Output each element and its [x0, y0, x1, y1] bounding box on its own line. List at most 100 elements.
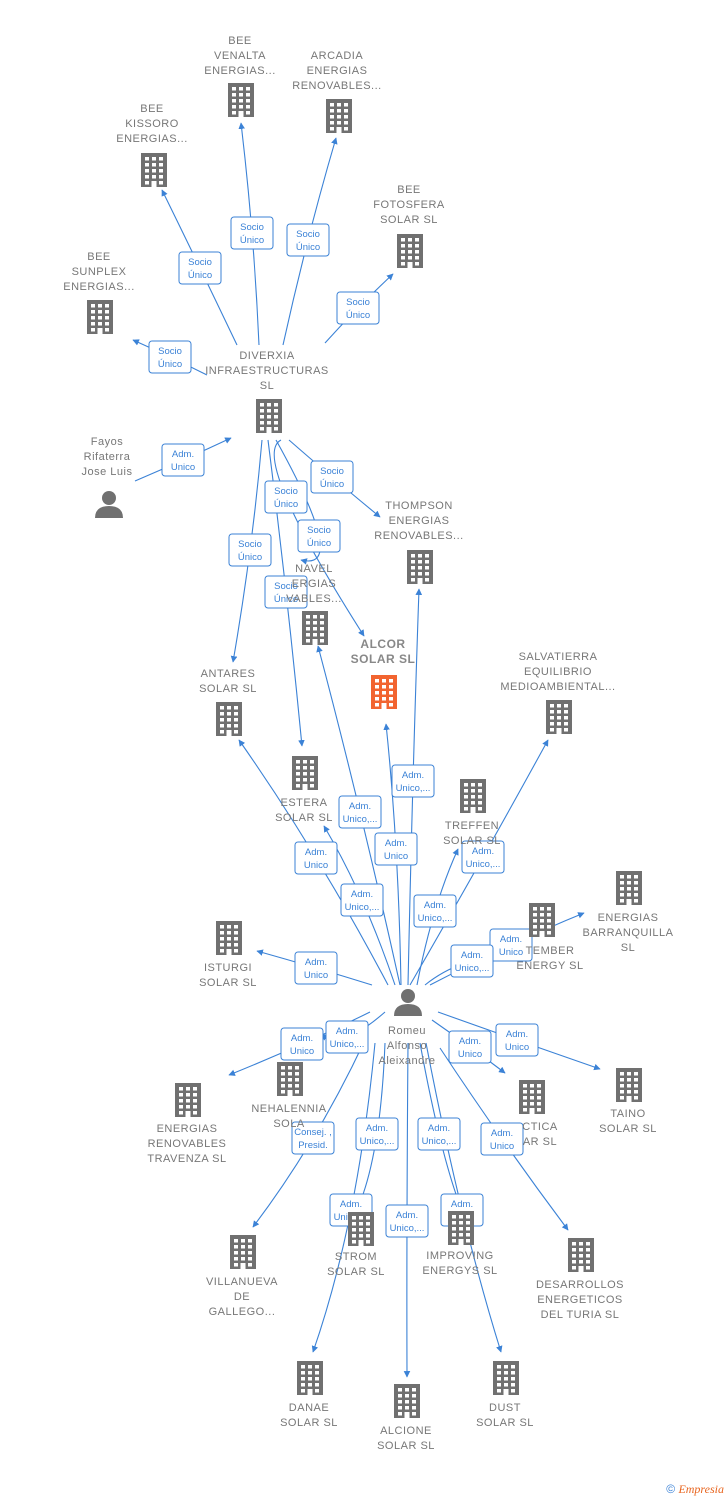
edge-label-romeu-to-nehalennia[interactable]: Adm.Unico,...: [325, 1020, 369, 1054]
bee-fotosfera-building-icon[interactable]: [397, 234, 423, 268]
edge-label-romeu-to-salvatierra[interactable]: Adm.Unico,...: [461, 840, 505, 874]
edge-label-romeu-to-desarrollos[interactable]: Adm.Unico: [480, 1122, 524, 1156]
improving-label[interactable]: ENERGYS SL: [422, 1265, 497, 1277]
desarrollos-label[interactable]: ENERGETICOS: [537, 1294, 623, 1306]
alcione-building-icon[interactable]: [394, 1384, 420, 1418]
isturgi-label[interactable]: SOLAR SL: [199, 977, 257, 989]
estera-label[interactable]: SOLAR SL: [275, 812, 333, 824]
edge-label-romeu-to-travenza[interactable]: Adm.Unico: [280, 1027, 324, 1061]
september-building-icon[interactable]: [529, 903, 555, 937]
bee-kissoro-label[interactable]: KISSORO: [125, 118, 179, 130]
isturgi-label[interactable]: ISTURGI: [204, 962, 252, 974]
salvatierra-label[interactable]: MEDIOAMBIENTAL...: [500, 681, 615, 693]
desarrollos-label[interactable]: DESARROLLOS: [536, 1279, 624, 1291]
taino-label[interactable]: SOLAR SL: [599, 1123, 657, 1135]
dust-label[interactable]: SOLAR SL: [476, 1417, 534, 1429]
edge-label-romeu-to-improving[interactable]: Adm.Unico,...: [417, 1117, 461, 1151]
edge-label-romeu-to-ctica[interactable]: Adm.Unico: [448, 1030, 492, 1064]
romeu-label[interactable]: Romeu: [388, 1025, 426, 1037]
bee-sunplex-label[interactable]: SUNPLEX: [72, 266, 127, 278]
arcadia-building-icon[interactable]: [326, 99, 352, 133]
alcor-label[interactable]: SOLAR SL: [351, 652, 416, 666]
thompson-label[interactable]: THOMPSON: [385, 500, 453, 512]
arcadia-label[interactable]: ENERGIAS: [307, 65, 368, 77]
ctica-label[interactable]: AR SL: [523, 1136, 557, 1148]
treffen-building-icon[interactable]: [460, 779, 486, 813]
alcor-label[interactable]: ALCOR: [360, 637, 405, 651]
empresia-logo[interactable]: Empresia: [678, 1482, 724, 1496]
nehalennia-building-icon[interactable]: [277, 1062, 303, 1096]
energias-barranquilla-label[interactable]: SL: [621, 942, 635, 954]
diverxia-label[interactable]: INFRAESTRUCTURAS: [205, 365, 329, 377]
thompson-building-icon[interactable]: [407, 550, 433, 584]
arcadia-label[interactable]: ARCADIA: [311, 50, 364, 62]
villanueva-label[interactable]: VILLANUEVA: [206, 1276, 278, 1288]
travenza-label[interactable]: TRAVENZA SL: [147, 1153, 226, 1165]
bee-sunplex-building-icon[interactable]: [87, 300, 113, 334]
bee-fotosfera-label[interactable]: FOTOSFERA: [373, 199, 445, 211]
strom-label[interactable]: SOLAR SL: [327, 1266, 385, 1278]
edge-label-romeu-to-thompson[interactable]: Adm.Unico,...: [391, 764, 435, 798]
energias-barranquilla-label[interactable]: ENERGIAS: [598, 912, 659, 924]
estera-label[interactable]: ESTERA: [280, 797, 327, 809]
fayos-label[interactable]: Rifaterra: [84, 451, 131, 463]
edge-label-romeu-to-energias_barranquilla[interactable]: Adm.Unico: [489, 928, 533, 962]
improving-building-icon[interactable]: [448, 1211, 474, 1245]
edge-label-romeu-to-treffen[interactable]: Adm.Unico,...: [413, 894, 457, 928]
treffen-label[interactable]: SOLAR SL: [443, 835, 501, 847]
diverxia-label[interactable]: DIVERXIA: [239, 350, 295, 362]
villanueva-building-icon[interactable]: [230, 1235, 256, 1269]
edge-label-romeu-to-navel[interactable]: Adm.Unico,...: [338, 795, 382, 829]
navel-label[interactable]: ERGIAS: [292, 578, 337, 590]
treffen-label[interactable]: TREFFEN: [445, 820, 499, 832]
edge-label-romeu-to-taino[interactable]: Adm.Unico: [495, 1023, 539, 1057]
bee-venalta-building-icon[interactable]: [228, 83, 254, 117]
ctica-building-icon[interactable]: [519, 1080, 545, 1114]
bee-venalta-label[interactable]: VENALTA: [214, 50, 266, 62]
alcione-label[interactable]: SOLAR SL: [377, 1440, 435, 1452]
dust-label[interactable]: DUST: [489, 1402, 521, 1414]
energias-barranquilla-label[interactable]: BARRANQUILLA: [583, 927, 674, 939]
edge-label-romeu-to-september[interactable]: Adm.Unico,...: [450, 944, 494, 978]
edge-label-fayos-to-diverxia[interactable]: Adm.Unico: [161, 443, 205, 477]
romeu-person-icon[interactable]: [394, 989, 422, 1016]
edge-label-romeu-to-alcione[interactable]: Adm.Unico,...: [385, 1204, 429, 1238]
dust-building-icon[interactable]: [493, 1361, 519, 1395]
september-label[interactable]: TEMBER: [526, 945, 575, 957]
edge-label-romeu-to-estera[interactable]: Adm.Unico,...: [340, 883, 384, 917]
navel-label[interactable]: VABLES...: [286, 593, 342, 605]
bee-kissoro-label[interactable]: ENERGIAS...: [116, 133, 188, 145]
alcione-label[interactable]: ALCIONE: [380, 1425, 432, 1437]
travenza-label[interactable]: RENOVABLES: [148, 1138, 227, 1150]
thompson-label[interactable]: ENERGIAS: [389, 515, 450, 527]
bee-sunplex-label[interactable]: ENERGIAS...: [63, 281, 135, 293]
strom-label[interactable]: STROM: [335, 1251, 377, 1263]
salvatierra-label[interactable]: EQUILIBRIO: [524, 666, 592, 678]
desarrollos-building-icon[interactable]: [568, 1238, 594, 1272]
bee-fotosfera-label[interactable]: BEE: [397, 184, 421, 196]
arcadia-label[interactable]: RENOVABLES...: [292, 80, 381, 92]
ctica-label[interactable]: CTICA: [522, 1121, 558, 1133]
bee-kissoro-building-icon[interactable]: [141, 153, 167, 187]
improving-label[interactable]: IMPROVING: [426, 1250, 493, 1262]
bee-venalta-label[interactable]: ENERGIAS...: [204, 65, 276, 77]
edge-label-romeu-to-alcor[interactable]: Adm.Unico: [374, 832, 418, 866]
edge-label-romeu-to-antares[interactable]: Adm.Unico: [294, 841, 338, 875]
fayos-label[interactable]: Jose Luis: [82, 466, 133, 478]
edge-label-romeu-to-isturgi[interactable]: Adm.Unico: [294, 951, 338, 985]
fayos-person-icon[interactable]: [95, 491, 123, 518]
bee-kissoro-label[interactable]: BEE: [140, 103, 164, 115]
diverxia-label[interactable]: SL: [260, 380, 274, 392]
villanueva-label[interactable]: GALLEGO...: [209, 1306, 276, 1318]
nehalennia-label[interactable]: SOLA: [273, 1118, 305, 1130]
energias-barranquilla-building-icon[interactable]: [616, 871, 642, 905]
villanueva-label[interactable]: DE: [234, 1291, 250, 1303]
bee-fotosfera-label[interactable]: SOLAR SL: [380, 214, 438, 226]
bee-venalta-label[interactable]: BEE: [228, 35, 252, 47]
